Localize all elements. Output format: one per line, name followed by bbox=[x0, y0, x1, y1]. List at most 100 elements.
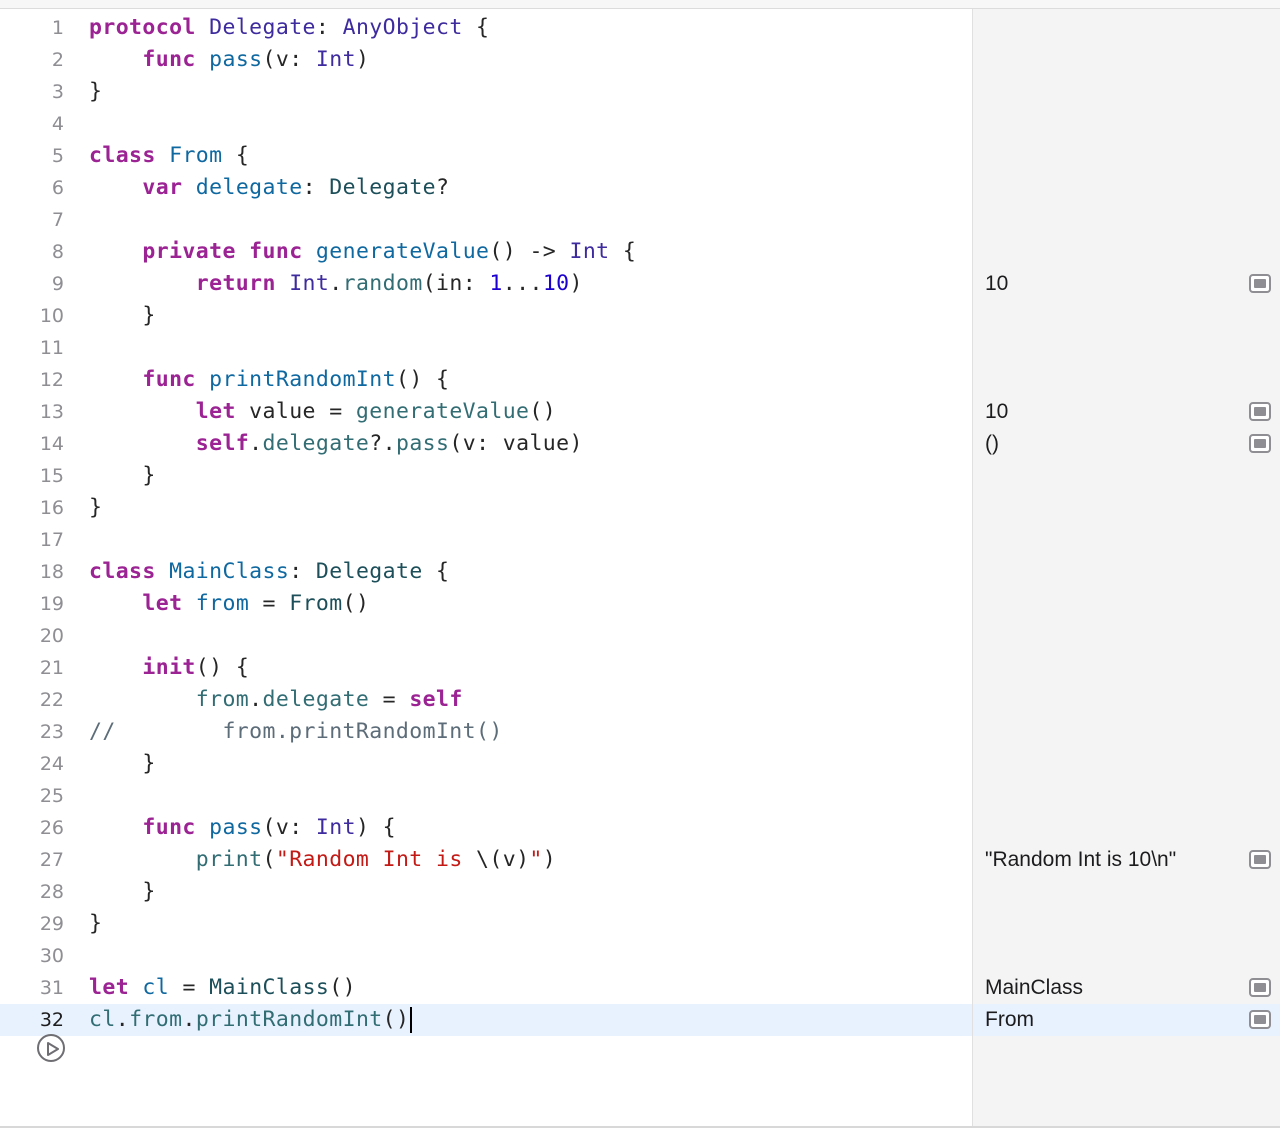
code-token: pass bbox=[209, 47, 263, 72]
code-token: printRandomInt bbox=[195, 1007, 383, 1032]
result-row: 10 bbox=[973, 268, 1280, 300]
quick-look-icon[interactable] bbox=[1249, 978, 1271, 997]
code-text[interactable]: } bbox=[89, 76, 102, 108]
line-number: 14 bbox=[39, 433, 64, 455]
code-token: func bbox=[142, 815, 196, 840]
code-text[interactable]: } bbox=[89, 876, 156, 908]
code-line[interactable]: 15 } bbox=[0, 460, 972, 492]
code-line[interactable]: 7 bbox=[0, 204, 972, 236]
code-token: { bbox=[462, 15, 490, 40]
code-text[interactable]: } bbox=[89, 460, 156, 492]
code-text[interactable]: class From { bbox=[89, 140, 249, 172]
quick-look-icon[interactable] bbox=[1249, 1010, 1271, 1029]
quick-look-icon[interactable] bbox=[1249, 274, 1271, 293]
code-text[interactable]: private func generateValue() -> Int { bbox=[89, 236, 636, 268]
code-text[interactable]: self.delegate?.pass(v: value) bbox=[89, 428, 583, 460]
code-token bbox=[156, 559, 169, 584]
result-row: MainClass bbox=[973, 972, 1280, 1004]
code-text[interactable]: return Int.random(in: 1...10) bbox=[89, 268, 583, 300]
code-line[interactable]: 21 init() { bbox=[0, 652, 972, 684]
result-row: 10 bbox=[973, 396, 1280, 428]
code-token bbox=[89, 367, 142, 392]
run-button[interactable] bbox=[37, 1034, 65, 1062]
code-token: () bbox=[382, 1007, 410, 1032]
code-line[interactable]: 16} bbox=[0, 492, 972, 524]
line-number: 2 bbox=[51, 49, 64, 71]
code-line[interactable]: 17 bbox=[0, 524, 972, 556]
code-token: print bbox=[195, 847, 263, 872]
code-text[interactable]: } bbox=[89, 300, 156, 332]
code-text[interactable]: } bbox=[89, 748, 156, 780]
code-text[interactable]: let value = generateValue() bbox=[89, 396, 556, 428]
code-text[interactable]: from.delegate = self bbox=[89, 684, 463, 716]
code-token: "Random Int is bbox=[275, 847, 477, 872]
code-token: self bbox=[409, 687, 463, 712]
code-line[interactable]: 13 let value = generateValue() bbox=[0, 396, 972, 428]
code-text[interactable]: print("Random Int is \(v)") bbox=[89, 844, 556, 876]
code-line[interactable]: 20 bbox=[0, 620, 972, 652]
code-line[interactable]: 10 } bbox=[0, 300, 972, 332]
code-line[interactable]: 2 func pass(v: Int) bbox=[0, 44, 972, 76]
code-line[interactable]: 24 } bbox=[0, 748, 972, 780]
code-token: protocol bbox=[89, 15, 196, 40]
code-line[interactable]: 23// from.printRandomInt() bbox=[0, 716, 972, 748]
quick-look-icon[interactable] bbox=[1249, 434, 1271, 453]
code-token: func bbox=[142, 47, 196, 72]
line-number: 27 bbox=[39, 849, 64, 871]
code-text[interactable]: var delegate: Delegate? bbox=[89, 172, 449, 204]
code-line[interactable]: 27 print("Random Int is \(v)") bbox=[0, 844, 972, 876]
code-line[interactable]: 3} bbox=[0, 76, 972, 108]
code-token: 1 bbox=[489, 271, 503, 296]
code-text[interactable]: let from = From() bbox=[89, 588, 369, 620]
code-token: ) bbox=[542, 847, 557, 872]
code-text[interactable]: let cl = MainClass() bbox=[89, 972, 356, 1004]
code-token: ( bbox=[262, 847, 276, 872]
code-line[interactable]: 14 self.delegate?.pass(v: value) bbox=[0, 428, 972, 460]
code-text[interactable]: // from.printRandomInt() bbox=[89, 716, 503, 748]
code-text[interactable]: func printRandomInt() { bbox=[89, 364, 449, 396]
code-line[interactable]: 26 func pass(v: Int) { bbox=[0, 812, 972, 844]
code-text[interactable]: init() { bbox=[89, 652, 249, 684]
code-line[interactable]: 8 private func generateValue() -> Int { bbox=[0, 236, 972, 268]
result-value: From bbox=[985, 1008, 1034, 1031]
code-text[interactable]: protocol Delegate: AnyObject { bbox=[89, 12, 489, 44]
code-line[interactable]: 29} bbox=[0, 908, 972, 940]
code-token: } bbox=[89, 79, 103, 104]
code-line[interactable]: 28 } bbox=[0, 876, 972, 908]
code-line[interactable]: 9 return Int.random(in: 1...10) bbox=[0, 268, 972, 300]
code-line[interactable]: 25 bbox=[0, 780, 972, 812]
code-line[interactable]: 11 bbox=[0, 332, 972, 364]
code-token: (v: value) bbox=[449, 431, 583, 456]
code-line[interactable]: 6 var delegate: Delegate? bbox=[0, 172, 972, 204]
line-number: 21 bbox=[39, 657, 64, 679]
code-text[interactable]: } bbox=[89, 908, 102, 940]
code-line[interactable]: 19 let from = From() bbox=[0, 588, 972, 620]
code-token: (v: bbox=[262, 47, 316, 72]
code-token: ) bbox=[355, 47, 370, 72]
code-token bbox=[196, 367, 209, 392]
code-text[interactable]: func pass(v: Int) bbox=[89, 44, 369, 76]
result-value: 10 bbox=[985, 272, 1009, 295]
code-token bbox=[182, 591, 195, 616]
quick-look-icon[interactable] bbox=[1249, 850, 1271, 869]
code-line[interactable]: 30 bbox=[0, 940, 972, 972]
quick-look-icon[interactable] bbox=[1249, 402, 1271, 421]
code-text[interactable]: cl.from.printRandomInt() bbox=[89, 1004, 413, 1036]
code-line[interactable]: 22 from.delegate = self bbox=[0, 684, 972, 716]
result-value: 10 bbox=[985, 400, 1009, 423]
code-token: = bbox=[169, 975, 210, 1000]
code-text[interactable]: func pass(v: Int) { bbox=[89, 812, 396, 844]
code-token bbox=[303, 239, 316, 264]
code-text[interactable]: } bbox=[89, 492, 102, 524]
code-token: Delegate bbox=[209, 15, 316, 40]
code-line[interactable]: 4 bbox=[0, 108, 972, 140]
code-text[interactable]: class MainClass: Delegate { bbox=[89, 556, 449, 588]
line-number: 8 bbox=[51, 241, 64, 263]
code-line[interactable]: 12 func printRandomInt() { bbox=[0, 364, 972, 396]
